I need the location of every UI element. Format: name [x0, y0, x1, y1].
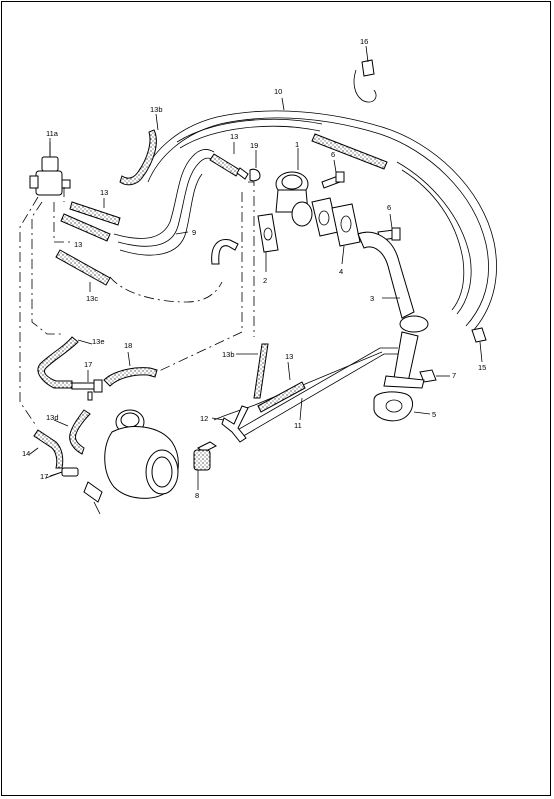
callout-6-right: 6 [387, 203, 391, 212]
callout-18: 18 [124, 341, 132, 350]
gasket-4-b [331, 203, 361, 247]
callout-13-mid: 13 [74, 240, 82, 249]
hose-18 [103, 367, 158, 387]
callout-13b-lower: 13c [86, 294, 98, 303]
nut-7 [383, 369, 437, 389]
flange-5 [373, 391, 413, 422]
callout-12: 12 [200, 414, 208, 423]
hose-13b-lower [55, 249, 111, 286]
callout-10: 9 [192, 228, 196, 237]
vacuum-valve-8 [29, 142, 71, 196]
hose-13d [37, 336, 79, 389]
hose-11a [213, 347, 398, 439]
callout-13-top: 13 [230, 132, 238, 141]
y-piece-12 [221, 405, 249, 443]
hose-13a [253, 343, 269, 399]
egr-pipe-3 [357, 231, 429, 383]
callout-13-left: 13 [100, 188, 108, 197]
callout-13b-top: 13b [150, 105, 163, 114]
callout-13a: 13b [222, 350, 235, 359]
hose-13c [69, 409, 91, 455]
callout-7: 7 [452, 371, 456, 380]
callout-9: 8 [195, 491, 199, 500]
callout-19: 19 [250, 141, 258, 150]
callout-13e: 14 [22, 449, 30, 458]
hose-13-near-19 [209, 153, 249, 180]
clamp-19 [249, 168, 261, 182]
callout-14: 15 [478, 363, 486, 372]
hose-10 [113, 149, 215, 256]
hose-13-left [60, 201, 121, 242]
dashed-routing-lines [19, 181, 255, 428]
callout-8: 11a [46, 129, 59, 138]
leader-lines [29, 45, 483, 490]
hose-11-inner [176, 118, 472, 315]
callout-15: 16 [360, 37, 368, 46]
turbocharger [83, 409, 179, 515]
egr-valve-1 [275, 171, 313, 227]
connector-16 [71, 379, 103, 401]
hose-13e [33, 429, 64, 469]
callout-11a: 11 [294, 421, 302, 430]
clip-15 [353, 59, 377, 103]
cap-9 [193, 441, 217, 471]
callout-labels: 16 10 13b 11a 13 19 1 6 13 6 9 13 2 4 13… [22, 37, 486, 500]
gasket-2 [257, 213, 279, 253]
callout-6-upper: 6 [331, 150, 335, 159]
callout-3: 3 [370, 294, 374, 303]
clip-17 [45, 467, 79, 479]
callout-13d: 13e [92, 337, 105, 346]
hose-elbow-10 [211, 238, 239, 265]
callout-4: 4 [339, 267, 343, 276]
bolt-6-upper [321, 171, 345, 189]
callout-11: 10 [274, 87, 282, 96]
cap-14 [471, 327, 487, 343]
hose-13-upper-right [311, 133, 388, 170]
callout-5: 5 [432, 410, 436, 419]
callout-1: 1 [295, 140, 299, 149]
callout-13c: 13d [46, 413, 59, 422]
callout-13-right: 13 [285, 352, 293, 361]
hose-13b-top [119, 129, 157, 186]
callout-17: 17 [40, 472, 48, 481]
callout-16: 17 [84, 360, 92, 369]
callout-2: 2 [263, 276, 267, 285]
